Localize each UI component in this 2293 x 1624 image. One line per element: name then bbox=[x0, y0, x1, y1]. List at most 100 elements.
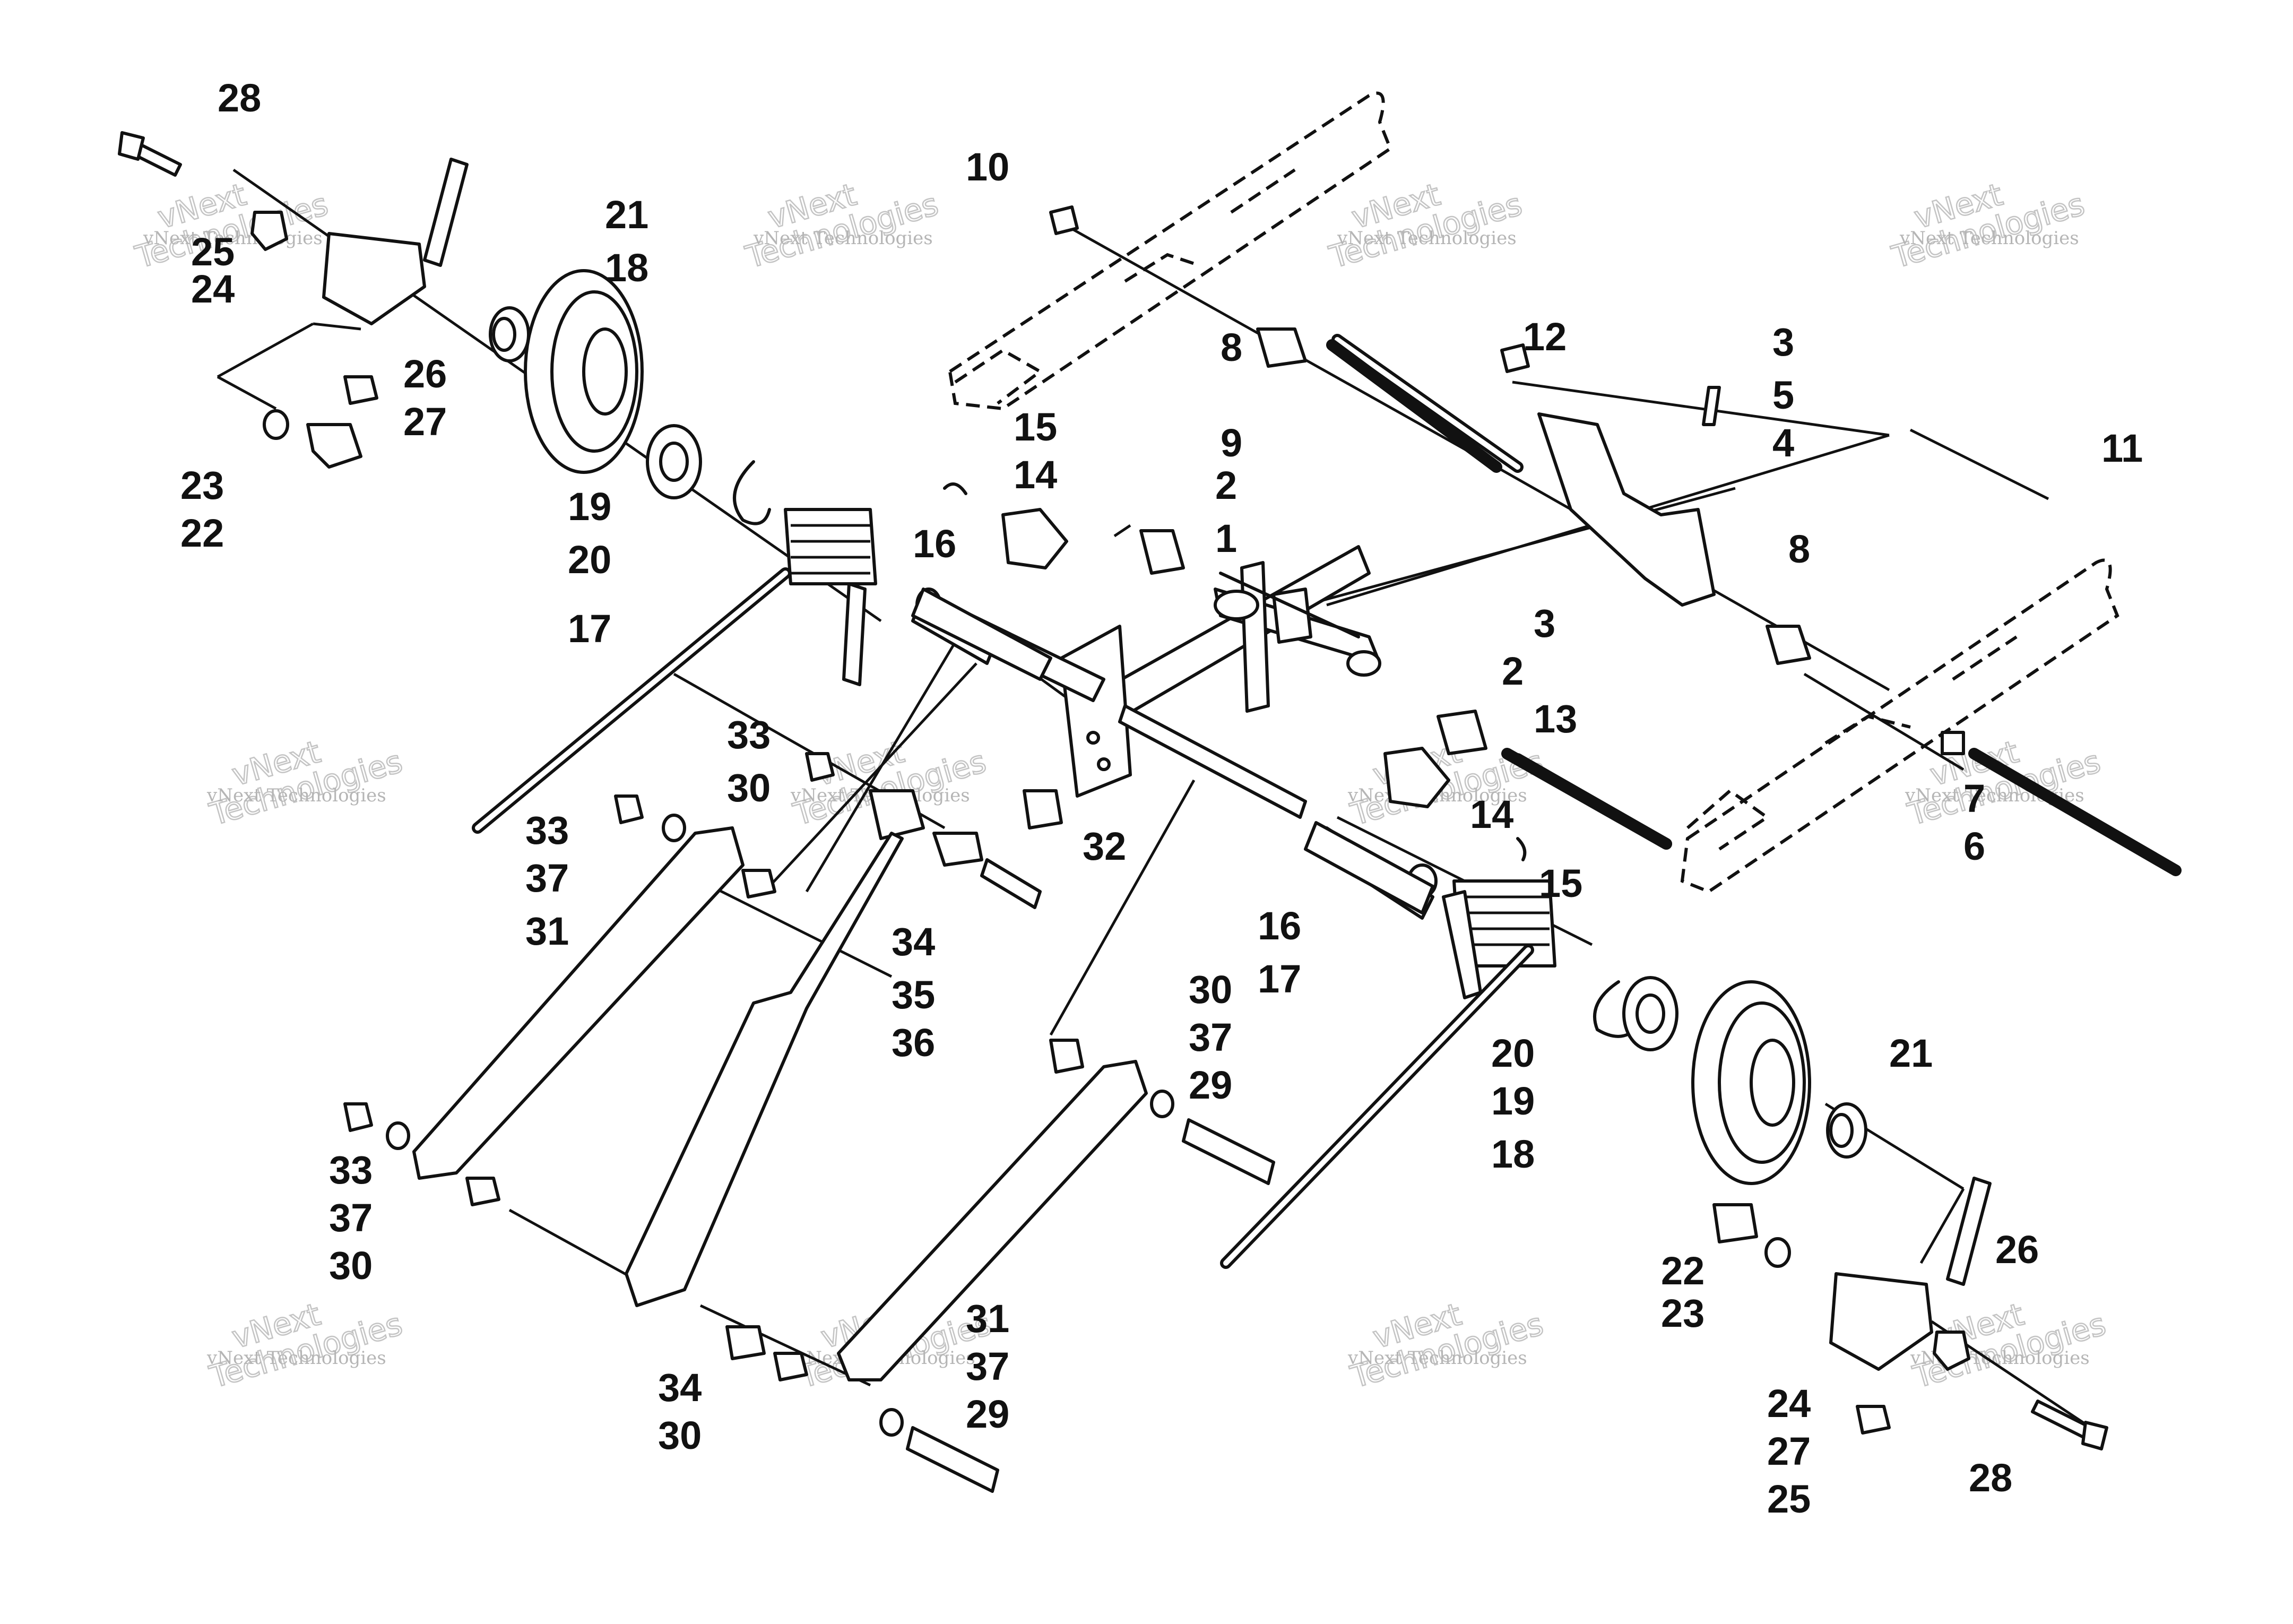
callout-16-left: 16 bbox=[913, 522, 956, 566]
callout-6: 6 bbox=[1963, 824, 1985, 868]
part-bushing-8-lower bbox=[1766, 625, 1811, 665]
svg-text:vNext Technologies: vNext Technologies bbox=[1347, 1347, 1527, 1369]
watermark: vNext Technologies vNext Technologies bbox=[1903, 733, 2105, 833]
part-bushing-8-upper bbox=[1256, 327, 1307, 368]
callout-18-left: 18 bbox=[605, 246, 648, 290]
slide-rail-upper bbox=[948, 91, 1392, 411]
callout-26-left: 26 bbox=[403, 352, 447, 396]
part-bracket-4 bbox=[1537, 412, 1716, 607]
part-nut-12 bbox=[1500, 343, 1530, 373]
part-bolt-29-upper bbox=[1182, 1118, 1275, 1185]
part-spacer-16-left bbox=[911, 588, 1052, 681]
part-washer-37-bottom bbox=[879, 1408, 904, 1437]
part-nut-27-right bbox=[1856, 1405, 1891, 1435]
callout-24-right: 24 bbox=[1767, 1381, 1811, 1426]
part-bolt-6 bbox=[1968, 748, 2182, 876]
part-washer-37-upper bbox=[662, 814, 686, 842]
callout-25-right: 25 bbox=[1767, 1477, 1811, 1521]
part-spacer-30-bottom bbox=[773, 1352, 808, 1381]
callout-17-right: 17 bbox=[1258, 957, 1301, 1001]
part-spacer-30-right-upper bbox=[1049, 1039, 1084, 1074]
callout-33-mid: 33 bbox=[525, 808, 569, 852]
callout-16-right: 16 bbox=[1258, 904, 1301, 948]
callout-25-left: 25 bbox=[191, 230, 235, 274]
part-bushing-22-right bbox=[1712, 1203, 1758, 1243]
part-nut-33-mid bbox=[614, 794, 644, 824]
callout-29-lower: 29 bbox=[966, 1392, 1009, 1436]
callout-21-left: 21 bbox=[605, 193, 648, 237]
callout-31-lower: 31 bbox=[966, 1297, 1009, 1341]
watermark: vNext Technologies vNext Technologies bbox=[741, 176, 942, 276]
callout-37-lower: 37 bbox=[329, 1196, 373, 1240]
callout-29-upper: 29 bbox=[1189, 1063, 1232, 1107]
callout-32: 32 bbox=[1083, 824, 1126, 868]
watermark: vNext Technologies vNext Technologies bbox=[1325, 176, 1526, 276]
part-bumper-14-right bbox=[1383, 747, 1450, 808]
part-bolt-26-left bbox=[423, 158, 469, 267]
part-nut-33-upper bbox=[805, 752, 835, 782]
callout-22-left: 22 bbox=[180, 511, 224, 555]
part-wheel-18-right bbox=[1691, 980, 1811, 1185]
part-bumper-14-left bbox=[1001, 508, 1068, 569]
part-bolt-29-lower bbox=[906, 1426, 999, 1493]
callout-5: 5 bbox=[1772, 373, 1794, 417]
callout-28-left: 28 bbox=[218, 76, 261, 120]
callout-7: 7 bbox=[1963, 776, 1985, 820]
callout-10: 10 bbox=[966, 145, 1009, 189]
part-wheel-18-left bbox=[524, 269, 644, 474]
callout-20-right: 20 bbox=[1491, 1031, 1535, 1075]
callout-14-left: 14 bbox=[1014, 453, 1057, 497]
callout-31-upper: 31 bbox=[525, 909, 569, 953]
part-bolt-11 bbox=[1909, 428, 2049, 500]
callout-35: 35 bbox=[892, 973, 935, 1017]
callout-20-left: 20 bbox=[568, 538, 611, 582]
callout-17-left: 17 bbox=[568, 607, 611, 651]
watermark: vNext Technologies vNext Technologies bbox=[1346, 1295, 1547, 1396]
svg-text:vNext Technologies: vNext Technologies bbox=[753, 228, 933, 249]
callout-30-right: 30 bbox=[1189, 968, 1232, 1012]
part-link-31-lower bbox=[837, 1060, 1148, 1381]
callout-8-lower: 8 bbox=[1788, 527, 1810, 571]
callout-2-lower: 2 bbox=[1502, 649, 1524, 693]
callout-37-upper: 37 bbox=[525, 856, 569, 900]
callout-15-left: 15 bbox=[1014, 405, 1057, 449]
part-washer-7 bbox=[1941, 731, 1965, 755]
part-washer-23-right bbox=[1764, 1237, 1791, 1268]
part-bushing-2-lower bbox=[1437, 710, 1487, 755]
part-bolt-35 bbox=[980, 858, 1042, 909]
part-bushing-21-right bbox=[1826, 1102, 1867, 1159]
part-washer-23-left bbox=[263, 409, 289, 440]
callout-11: 11 bbox=[2101, 426, 2143, 470]
callout-26-right: 26 bbox=[1995, 1228, 2039, 1272]
callout-21-right: 21 bbox=[1889, 1031, 1933, 1075]
callout-9: 9 bbox=[1221, 421, 1242, 465]
callout-27-left: 27 bbox=[403, 400, 447, 444]
part-clamp-24-right bbox=[1829, 1272, 1933, 1371]
callout-22-right: 22 bbox=[1661, 1249, 1704, 1293]
part-clamp-24-left bbox=[322, 232, 426, 325]
callout-18-right: 18 bbox=[1491, 1132, 1535, 1176]
svg-text:vNext Technologies: vNext Technologies bbox=[206, 1347, 386, 1369]
svg-text:vNext Technologies: vNext Technologies bbox=[1337, 228, 1517, 249]
callout-36: 36 bbox=[892, 1021, 935, 1065]
part-spacer-34-upper bbox=[932, 832, 983, 867]
svg-text:vNext Technologies: vNext Technologies bbox=[143, 228, 323, 249]
part-washer-37-right bbox=[1150, 1090, 1174, 1118]
part-bearing-19-right bbox=[1622, 976, 1678, 1051]
assembly-lines bbox=[217, 168, 2092, 1429]
callout-3-lower: 3 bbox=[1534, 601, 1555, 645]
callout-15-right: 15 bbox=[1539, 861, 1582, 905]
part-spacer-30-upper bbox=[741, 869, 776, 899]
part-shock-36 bbox=[625, 832, 904, 1307]
callout-19-left: 19 bbox=[568, 485, 611, 529]
callout-3-upper: 3 bbox=[1772, 320, 1794, 364]
callout-28-right: 28 bbox=[1969, 1456, 2012, 1500]
part-spring-17-left bbox=[472, 508, 877, 834]
part-bolt-26-right bbox=[1946, 1177, 1992, 1286]
part-shaft-13 bbox=[1501, 748, 1672, 850]
callout-24-left: 24 bbox=[191, 267, 235, 311]
part-bolt-28-left bbox=[118, 131, 182, 177]
callout-8-upper: 8 bbox=[1221, 325, 1242, 369]
slide-rail-lower bbox=[1680, 558, 2119, 894]
watermark: vNext Technologies vNext Technologies bbox=[1908, 1295, 2110, 1396]
